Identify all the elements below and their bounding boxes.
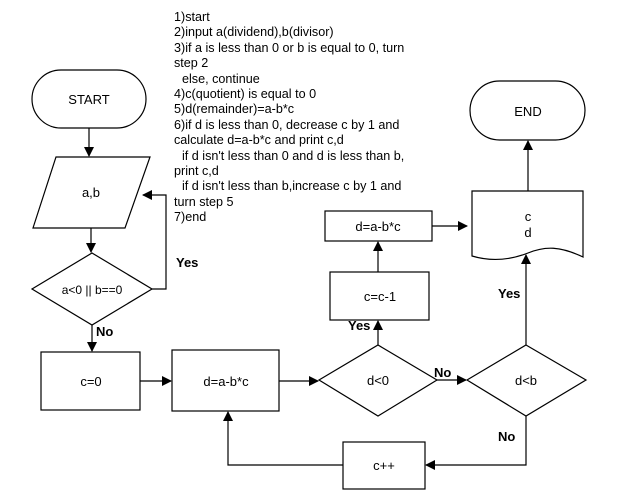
- init-c-box: [40, 351, 141, 411]
- check-input-yes-label: Yes: [176, 255, 198, 270]
- output-label-c: c: [525, 209, 532, 224]
- output-label-d: d: [524, 225, 531, 240]
- edge-check-less-b-no: [425, 416, 527, 470]
- calc-d-label: d=a-b*c: [203, 374, 249, 389]
- algorithm-step: print c,d: [174, 164, 219, 179]
- algorithm-step: else, continue: [182, 71, 260, 86]
- output-document: [471, 190, 584, 261]
- algorithm-step: if d isn't less than b,increase c by 1 a…: [182, 179, 402, 194]
- algorithm-step: if d isn't less than 0 and d is less tha…: [182, 148, 405, 163]
- algorithm-step: 1)start: [174, 10, 210, 24]
- algorithm-step: calculate d=a-b*c and print c,d: [174, 133, 344, 148]
- check-less-b-yes-label: Yes: [498, 286, 520, 301]
- input-label: a,b: [82, 185, 100, 200]
- check-input-no-label: No: [96, 324, 113, 339]
- check-negative-diamond: [317, 344, 439, 417]
- algorithm-step: 7)end: [174, 210, 207, 225]
- increment-label: c++: [373, 458, 395, 473]
- start-label: START: [68, 92, 109, 107]
- check-negative-label: d<0: [367, 373, 389, 388]
- check-less-b-label: d<b: [515, 373, 537, 388]
- recalc-d-box: [324, 210, 433, 242]
- recalc-d-label: d=a-b*c: [355, 219, 401, 234]
- algorithm-step: 2)input a(dividend),b(divisor): [174, 25, 334, 40]
- decrement-box: [329, 271, 430, 321]
- calc-d-box: [171, 349, 280, 412]
- algorithm-step: 4)c(quotient) is equal to 0: [174, 87, 317, 102]
- init-c-label: c=0: [80, 374, 101, 389]
- algorithm-step: 6)if d is less than 0, decrease c by 1 a…: [174, 117, 400, 132]
- increment-box: [342, 441, 426, 490]
- algorithm-step: turn step 5: [174, 194, 234, 209]
- check-input-label: a<0 || b==0: [62, 283, 123, 297]
- check-negative-no-label: No: [434, 365, 451, 380]
- check-less-b-no-label: No: [498, 429, 515, 444]
- algorithm-step: 5)d(remainder)=a-b*c: [174, 102, 295, 117]
- end-label: END: [514, 104, 541, 119]
- edge-increment-calc: [223, 411, 343, 466]
- input-parallelogram: [32, 156, 151, 229]
- algorithm-step: step 2: [174, 56, 209, 71]
- decrement-label: c=c-1: [364, 289, 396, 304]
- edge-check-input-yes: [142, 190, 167, 290]
- algorithm-step: 3)if a is less than 0 or b is equal to 0…: [174, 40, 405, 55]
- check-negative-yes-label: Yes: [348, 318, 370, 333]
